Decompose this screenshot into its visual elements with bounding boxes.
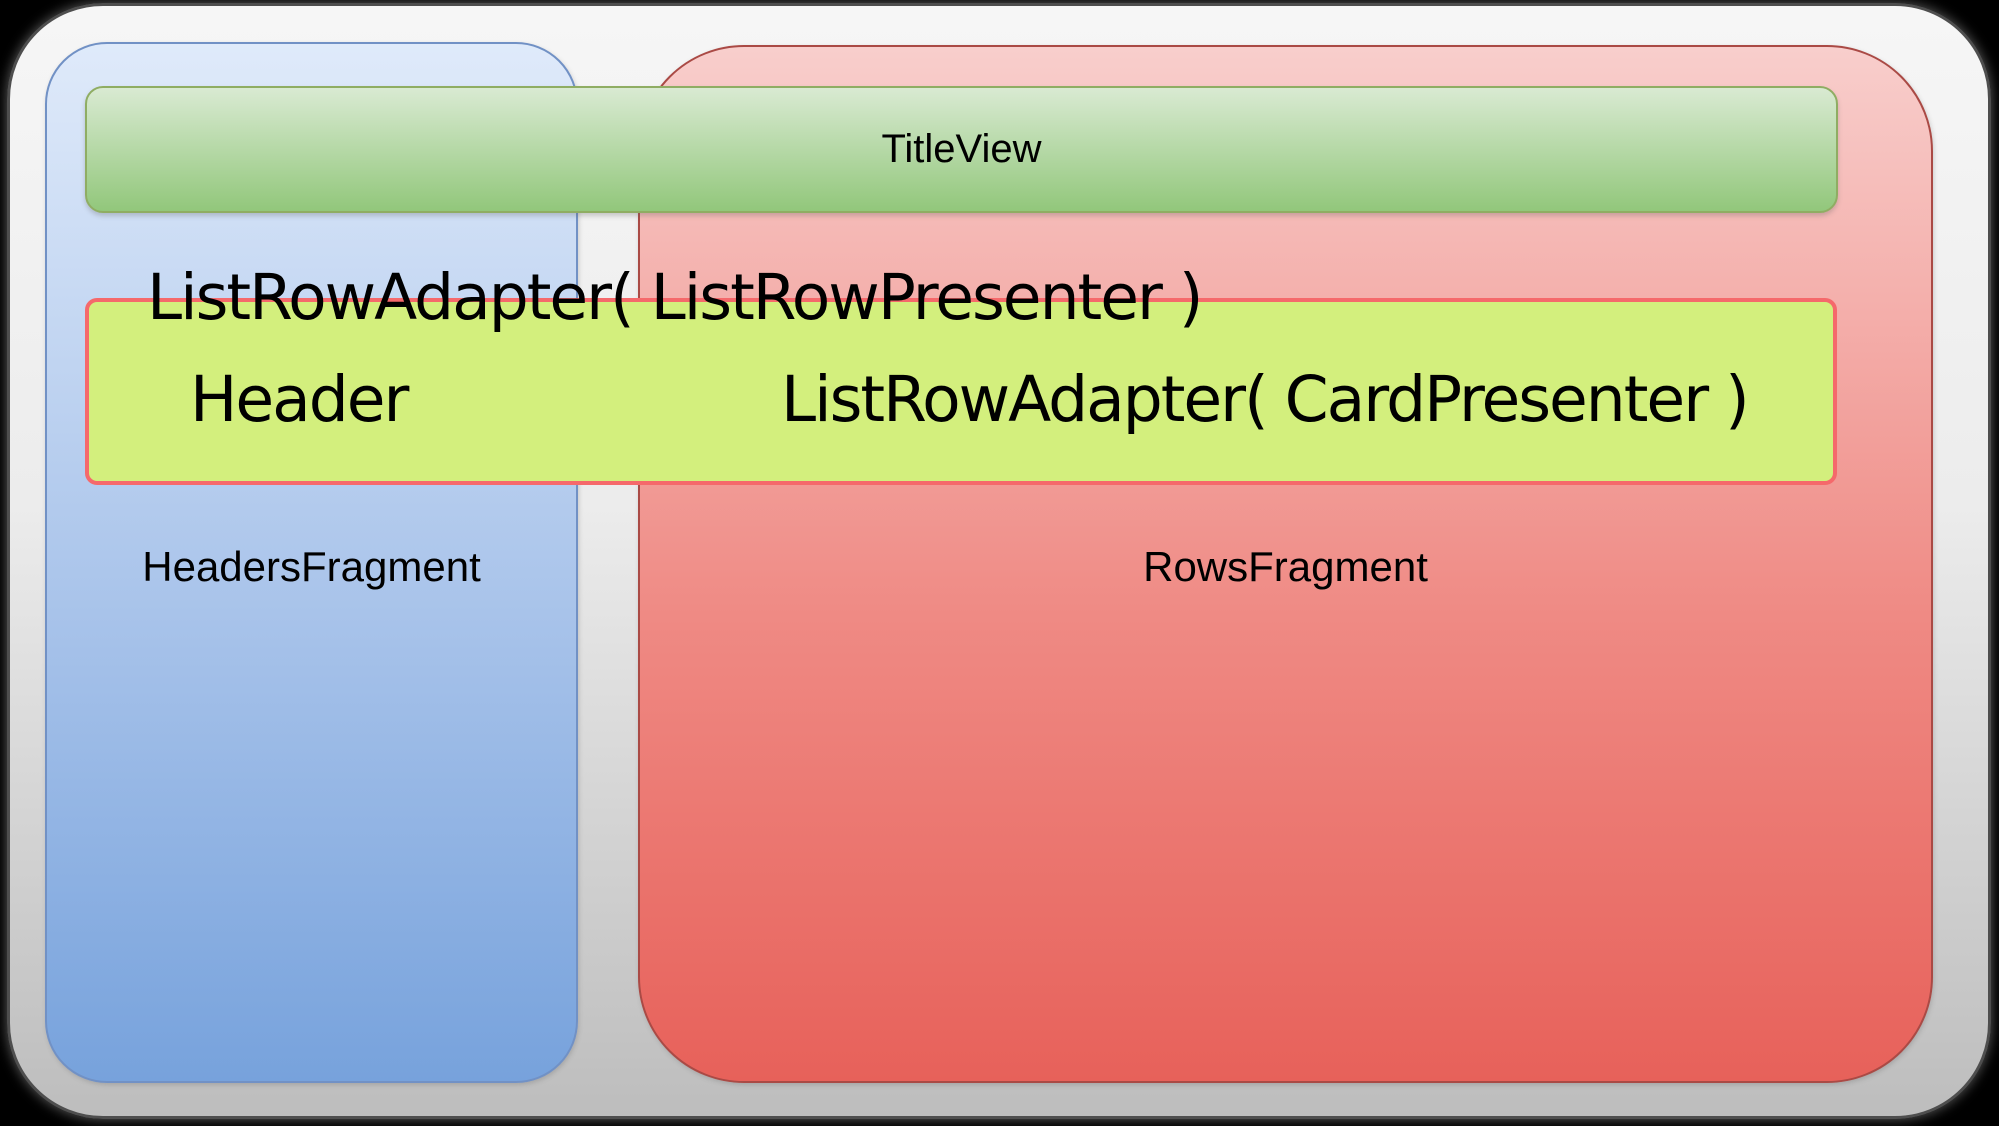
title-view-label: TitleView: [881, 127, 1042, 171]
list-row-strip: [85, 298, 1837, 485]
title-view-bar: TitleView: [85, 86, 1838, 213]
list-row-adapter-presenter-text: ListRowAdapter( ListRowPresenter ): [147, 261, 1203, 334]
rows-fragment-box: [638, 45, 1933, 1083]
rows-fragment-label: RowsFragment: [1143, 543, 1428, 590]
headers-fragment-label: HeadersFragment: [142, 543, 481, 590]
headers-fragment-box: [45, 42, 578, 1083]
header-cell-label: Header: [190, 363, 409, 436]
list-row-adapter-card-presenter-text: ListRowAdapter( CardPresenter ): [781, 363, 1750, 436]
